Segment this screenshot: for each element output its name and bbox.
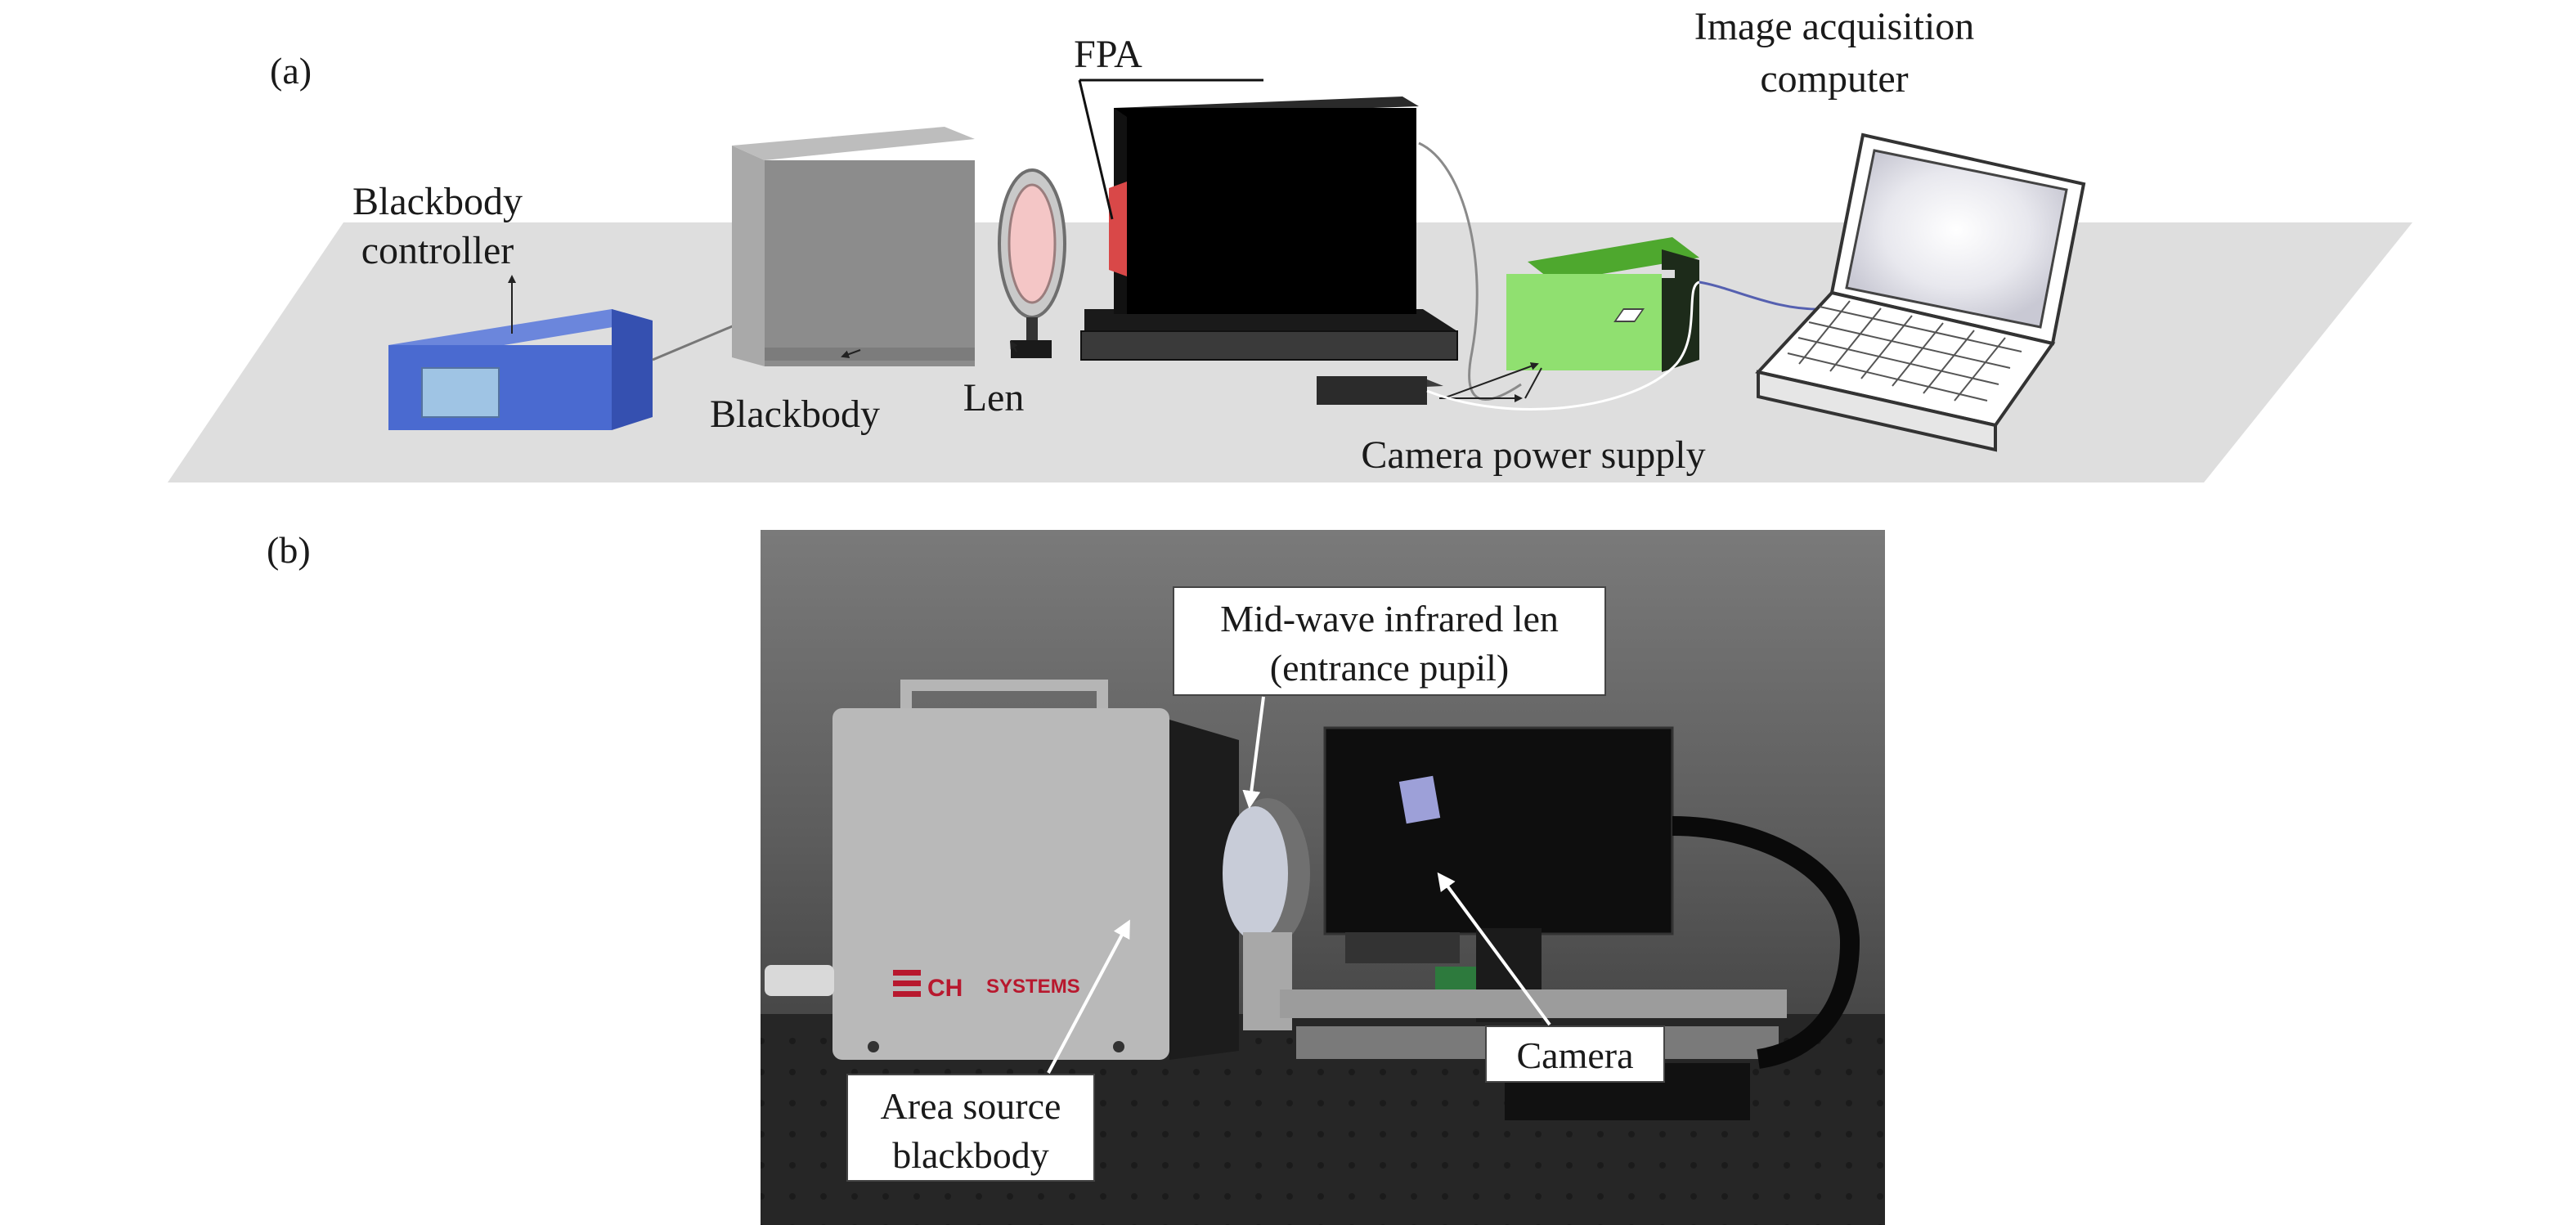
midwave-label-line2: (entrance pupil) [1270,647,1509,689]
power-supply-box [1317,376,1443,405]
blackbody-controller-label-line1: Blackbody [352,180,523,223]
fpa-leader-diagonal [1078,79,1114,220]
blackbody-cube [732,127,975,366]
svg-text:CH: CH [927,975,963,1002]
panel-b: (b) CH SYSTEMS [267,529,1885,1225]
midwave-arrow [1242,696,1265,809]
photo: CH SYSTEMS [761,530,1885,1225]
module-cable-power [1426,280,1700,411]
laptop-keyboard [1613,308,1645,322]
len-arrow [1009,340,1018,352]
lens [998,168,1066,358]
image-acquisition-label-line2: computer [1760,57,1908,101]
camera-label-box [1485,1025,1665,1083]
photo-camera [1280,726,1860,1120]
area-source-label-line1: Area source [881,1085,1061,1127]
len-label: Len [963,376,1025,420]
module-cable-computer [1699,280,1824,311]
area-source-arrow [1047,919,1130,1074]
fpa-camera [1080,96,1458,361]
laptop [1613,132,2086,452]
panel-b-label: (b) [267,529,311,571]
photo-lens [1223,798,1310,1030]
area-source-label-box [846,1074,1095,1182]
fpa-label: FPA [1074,33,1142,76]
panel-a: (a) [168,5,2412,482]
blackbody-arrow [841,349,861,358]
power-arrow-2 [1443,362,1539,399]
power-arrow-3 [1524,367,1542,399]
camera-label: Camera [1516,1034,1633,1076]
brand-logo-icon: CH [893,970,963,1002]
camera-cable [1418,141,1522,401]
image-acquisition-label-line1: Image acquisition [1694,5,1975,48]
midwave-label-line1: Mid-wave infrared len [1220,598,1559,639]
brand-text: SYSTEMS [986,976,1080,998]
camera-arrow [1437,872,1551,1026]
panel-a-label: (a) [270,50,312,92]
green-module [1506,237,1699,372]
area-source-blackbody-unit: CH SYSTEMS [765,680,1239,1060]
blackbody-controller-label-line2: controller [361,229,514,272]
blackbody-label: Blackbody [710,393,880,436]
controller-cable [652,321,741,361]
blackbody-controller-box [388,309,653,430]
camera-power-supply-label: Camera power supply [1361,433,1705,477]
area-source-label-line2: blackbody [892,1134,1049,1176]
midwave-label-box [1173,586,1606,696]
